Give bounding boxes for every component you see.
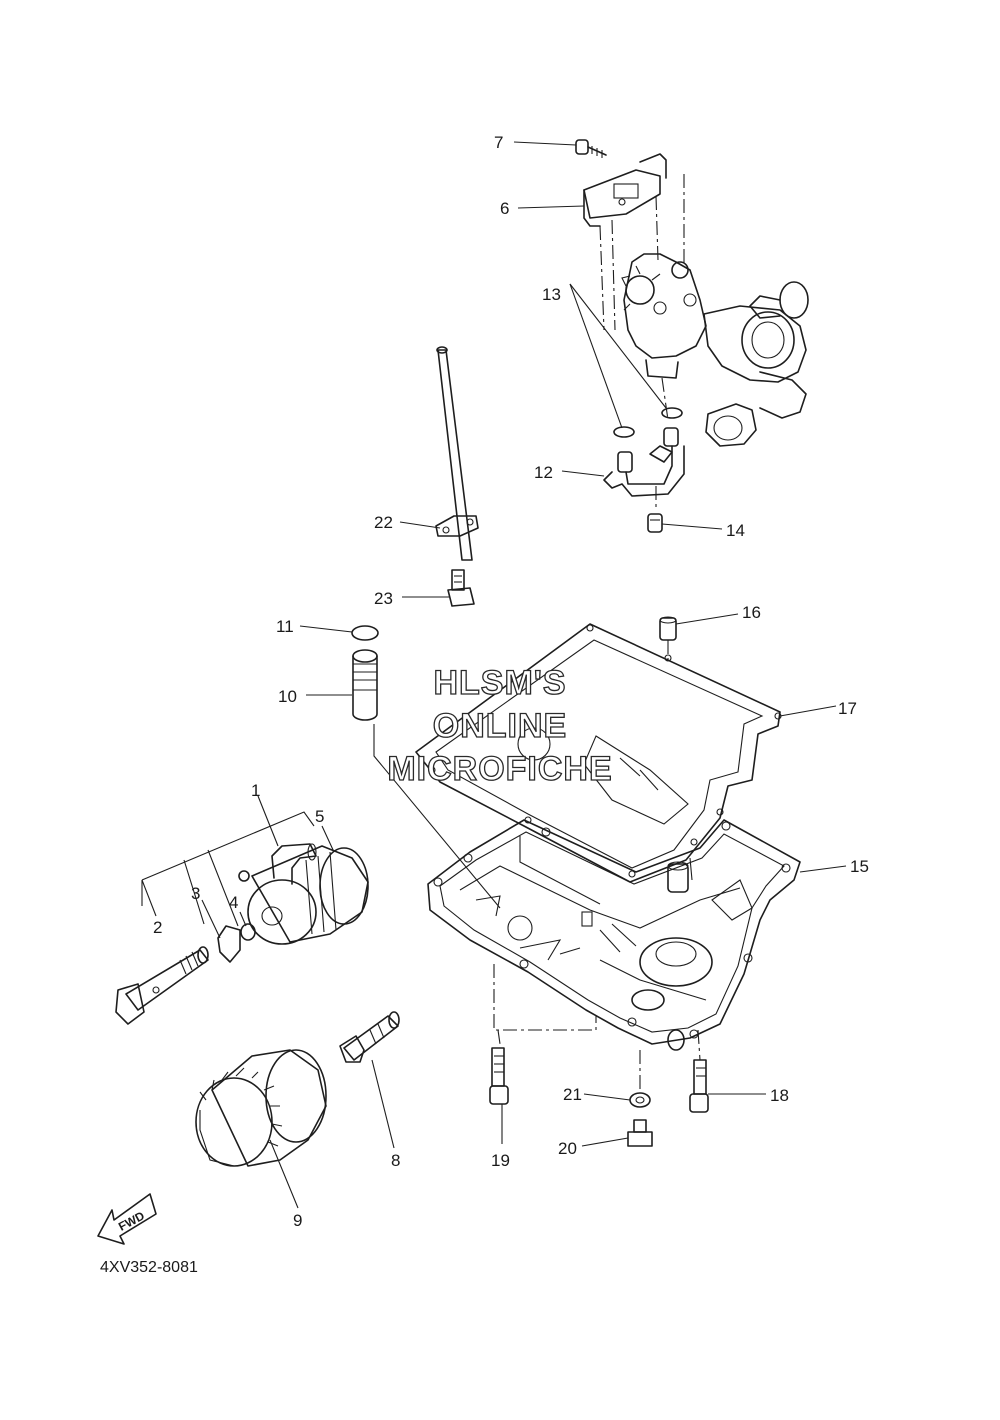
gasket-17-drawing xyxy=(415,616,782,883)
watermark: HLSM'S ONLINE MICROFICHE xyxy=(387,663,613,788)
callout-7: 7 xyxy=(494,133,503,152)
oil-strainer-assembly xyxy=(351,625,501,909)
callout-18: 18 xyxy=(770,1086,789,1105)
forward-direction-arrow: FWD xyxy=(97,1193,157,1245)
oil-pump-assembly xyxy=(575,139,809,533)
bolt-7-drawing xyxy=(575,139,607,158)
watermark-line-1: HLSM'S xyxy=(433,664,566,702)
diagram-code: 4XV352-8081 xyxy=(100,1259,198,1276)
callout-20: 20 xyxy=(558,1139,577,1158)
callout-9: 9 xyxy=(293,1211,302,1230)
oil-filter-9-drawing xyxy=(195,1049,327,1167)
chain-guide-6-drawing xyxy=(583,153,685,331)
fitting-8-drawing xyxy=(339,1011,400,1063)
oil-pan-15-drawing xyxy=(427,819,801,1090)
callout-16: 16 xyxy=(742,603,761,622)
callout-22: 22 xyxy=(374,513,393,532)
callout-labels: 7 6 13 12 14 22 23 11 10 16 17 15 1 5 3 … xyxy=(153,133,869,1230)
oil-pump-body-drawing xyxy=(621,253,809,447)
callout-5: 5 xyxy=(315,807,324,826)
callout-13: 13 xyxy=(542,285,561,304)
watermark-line-3: MICROFICHE xyxy=(387,750,612,788)
callout-8: 8 xyxy=(391,1151,400,1170)
callout-11: 11 xyxy=(276,617,294,636)
callout-21: 21 xyxy=(563,1085,582,1104)
callout-17: 17 xyxy=(838,699,857,718)
callout-6: 6 xyxy=(500,199,509,218)
drain-and-pan-bolts xyxy=(489,1047,709,1147)
oil-pipe-12-drawing xyxy=(603,427,685,510)
callout-10: 10 xyxy=(278,687,297,706)
oil-cooler-assembly xyxy=(217,843,369,963)
level-gauge-assembly xyxy=(435,346,479,607)
callout-14: 14 xyxy=(726,521,745,540)
callout-4: 4 xyxy=(229,893,238,912)
bolt-14-drawing xyxy=(647,513,663,533)
callout-12: 12 xyxy=(534,463,553,482)
callout-1: 1 xyxy=(251,781,260,800)
o-rings-13-drawing xyxy=(613,407,683,438)
union-bolt-2-drawing xyxy=(115,946,209,1025)
fwd-label: FWD xyxy=(116,1208,147,1233)
callout-3: 3 xyxy=(191,884,200,903)
watermark-line-2: ONLINE xyxy=(433,707,567,745)
callout-2: 2 xyxy=(153,918,162,937)
callout-23: 23 xyxy=(374,589,393,608)
callout-19: 19 xyxy=(491,1151,510,1170)
callout-15: 15 xyxy=(850,857,869,876)
leader-lines xyxy=(141,141,847,1209)
